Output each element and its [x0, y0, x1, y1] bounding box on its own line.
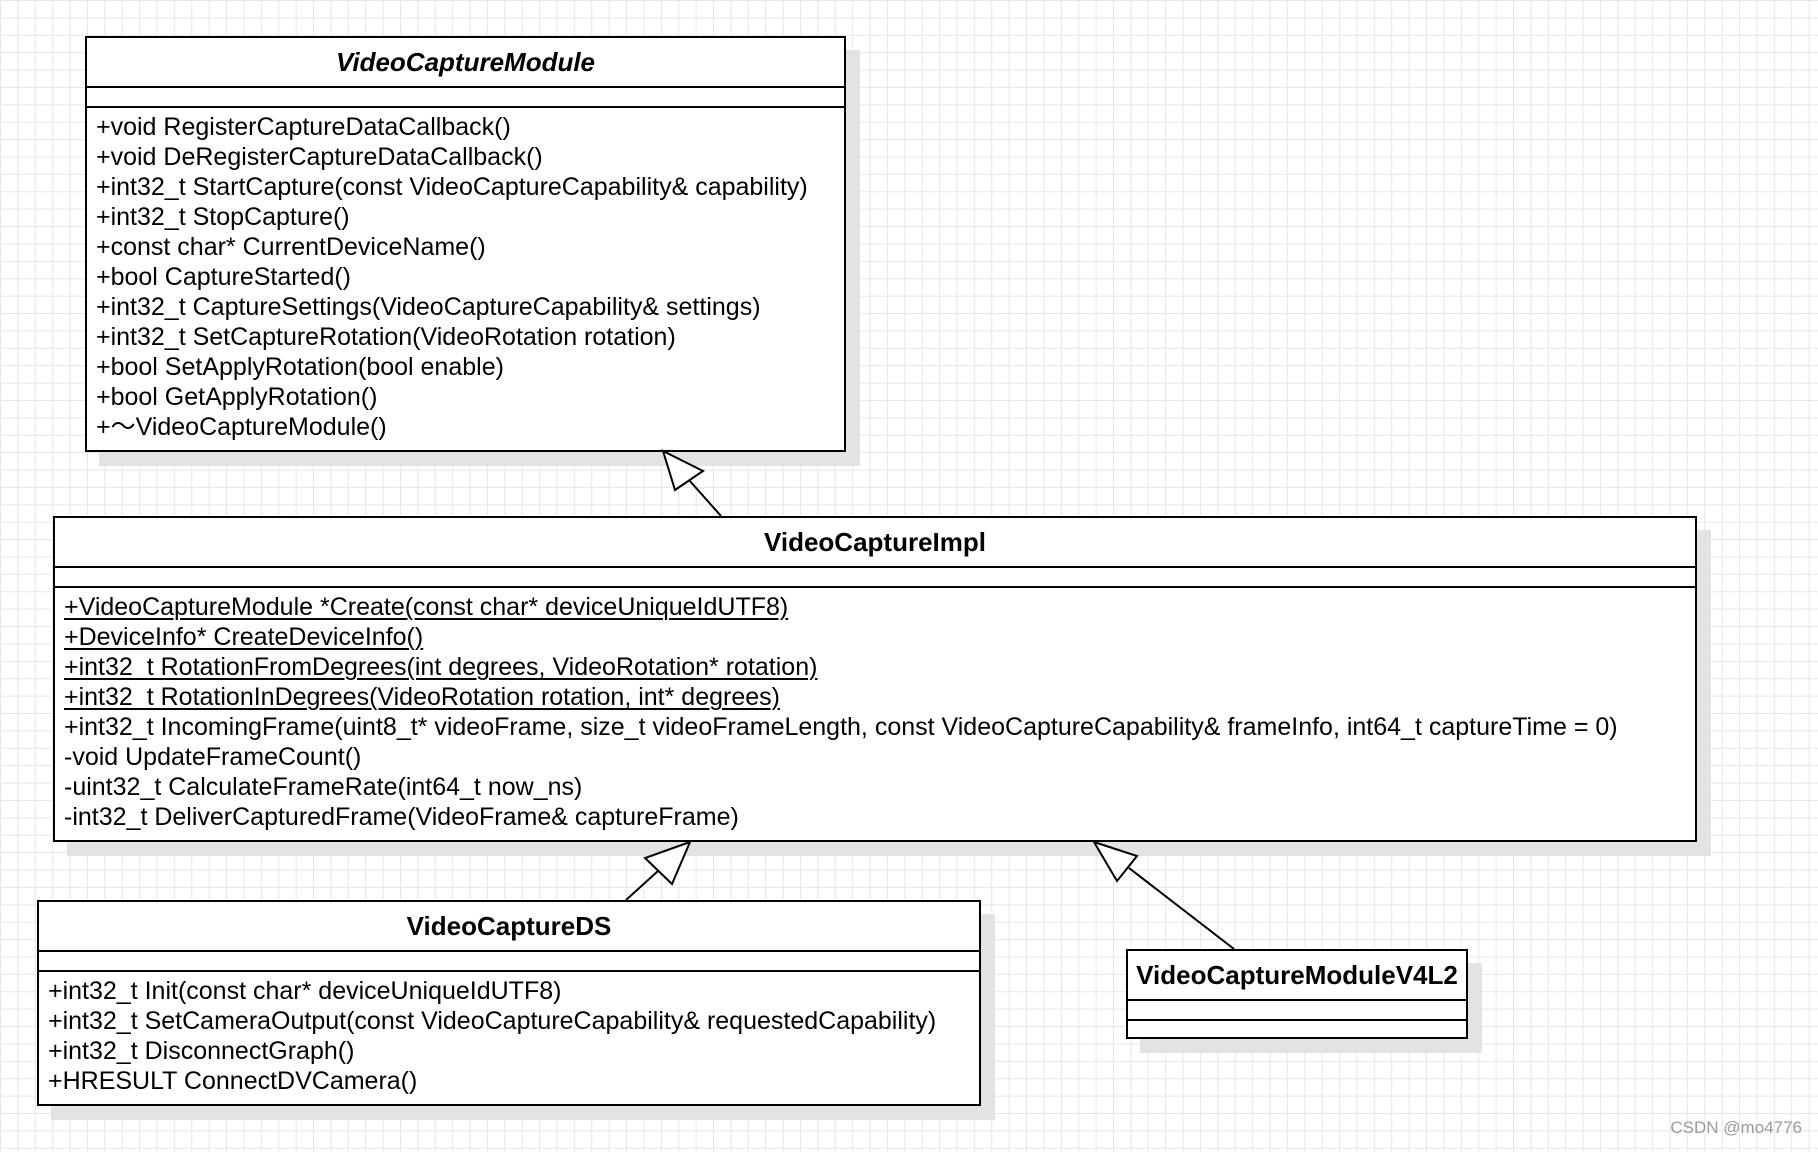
- generalization-arrow[interactable]: [1091, 840, 1235, 950]
- operation: +int32_t CaptureSettings(VideoCaptureCap…: [96, 293, 761, 321]
- generalization-arrow[interactable]: [661, 449, 722, 517]
- class-video-capture-impl[interactable]: VideoCaptureImpl +VideoCaptureModule *Cr…: [53, 516, 1697, 842]
- operation: +bool CaptureStarted(): [96, 263, 352, 291]
- static-operation: +int32_t RotationInDegrees(VideoRotation…: [64, 683, 780, 711]
- operation: -void UpdateFrameCount(): [64, 743, 362, 771]
- operation: +HRESULT ConnectDVCamera(): [48, 1067, 418, 1095]
- operation: +bool GetApplyRotation(): [96, 383, 378, 411]
- attributes-compartment: [39, 952, 979, 972]
- attributes-compartment: [1128, 1001, 1466, 1021]
- class-name-video-capture-impl: VideoCaptureImpl: [55, 518, 1695, 568]
- class-name-video-capture-module-v4l2: VideoCaptureModuleV4L2: [1128, 951, 1466, 1001]
- operation: +const char* CurrentDeviceName(): [96, 233, 486, 261]
- class-name-video-capture-ds: VideoCaptureDS: [39, 902, 979, 952]
- class-video-capture-ds[interactable]: VideoCaptureDS +int32_t Init(const char*…: [37, 900, 981, 1106]
- operation: +～VideoCaptureModule(): [96, 413, 387, 441]
- static-operation: +int32_t RotationFromDegrees(int degrees…: [64, 653, 818, 681]
- operation: +int32_t StartCapture(const VideoCapture…: [96, 173, 808, 201]
- class-video-capture-module-v4l2[interactable]: VideoCaptureModuleV4L2: [1126, 949, 1468, 1039]
- class-video-capture-module[interactable]: VideoCaptureModule +void RegisterCapture…: [85, 36, 846, 452]
- operation: +bool SetApplyRotation(bool enable): [96, 353, 504, 381]
- class-name-video-capture-module: VideoCaptureModule: [87, 38, 844, 88]
- generalization-arrow[interactable]: [625, 840, 692, 901]
- operation: -uint32_t CalculateFrameRate(int64_t now…: [64, 773, 583, 801]
- operation: +int32_t StopCapture(): [96, 203, 350, 231]
- operation: -int32_t DeliverCapturedFrame(VideoFrame…: [64, 803, 739, 831]
- operation: +void DeRegisterCaptureDataCallback(): [96, 143, 543, 171]
- operation: +int32_t SetCaptureRotation(VideoRotatio…: [96, 323, 676, 351]
- operation: +int32_t Init(const char* deviceUniqueId…: [48, 977, 562, 1005]
- operation: +int32_t DisconnectGraph(): [48, 1037, 355, 1065]
- attributes-compartment: [87, 88, 844, 108]
- operation: +int32_t IncomingFrame(uint8_t* videoFra…: [64, 713, 1618, 741]
- operations-compartment: +void RegisterCaptureDataCallback() +voi…: [87, 108, 844, 442]
- operations-compartment: +int32_t Init(const char* deviceUniqueId…: [39, 972, 979, 1096]
- static-operation: +DeviceInfo* CreateDeviceInfo(): [64, 623, 424, 651]
- watermark: CSDN @mo4776: [1670, 1118, 1802, 1137]
- operations-compartment: +VideoCaptureModule *Create(const char* …: [55, 588, 1695, 832]
- operation: +void RegisterCaptureDataCallback(): [96, 113, 511, 141]
- attributes-compartment: [55, 568, 1695, 588]
- static-operation: +VideoCaptureModule *Create(const char* …: [64, 593, 789, 621]
- operation: +int32_t SetCameraOutput(const VideoCapt…: [48, 1007, 937, 1035]
